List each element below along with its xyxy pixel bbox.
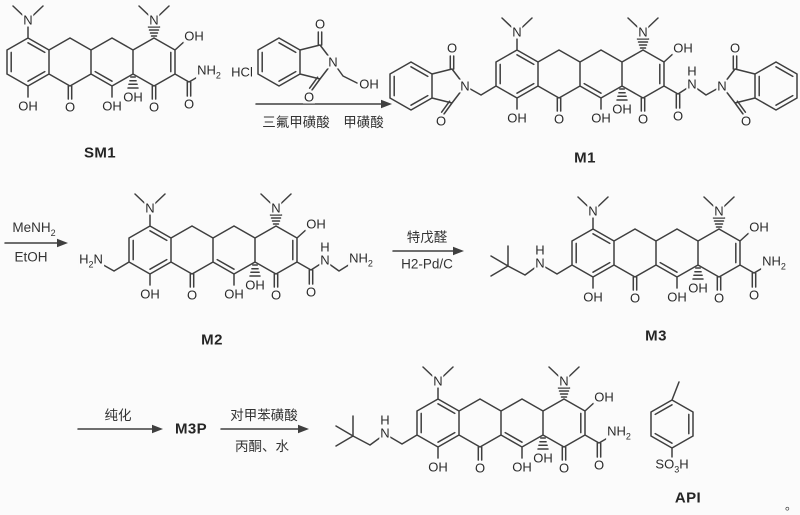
structure-m2 xyxy=(97,193,356,288)
atom-label-h: H xyxy=(686,63,698,79)
atom-label-oh: OH xyxy=(244,277,266,293)
atom-label-o: O xyxy=(636,111,650,127)
atom-label-o: O xyxy=(739,113,753,129)
compound-label-api: API xyxy=(674,489,702,507)
atom-label-nh2: NH2 xyxy=(348,250,374,269)
fullstop-mark: 。 xyxy=(784,498,798,513)
atom-label-oh: OH xyxy=(590,110,612,126)
atom-label-oh: OH xyxy=(358,76,380,92)
atom-label-h: H xyxy=(534,242,546,258)
atom-label-n: N xyxy=(637,24,649,40)
atom-label-oh: OH xyxy=(672,40,694,56)
atom-label-o: O xyxy=(747,287,761,303)
atom-label-n: N xyxy=(713,203,725,219)
atom-label-h2n: H2N xyxy=(78,251,104,270)
atom-label-o: O xyxy=(182,96,196,112)
atom-label-o: O xyxy=(628,290,642,306)
step4-label-above: 纯化 xyxy=(104,408,132,423)
atom-label-oh: OH xyxy=(305,216,327,232)
structure-m3 xyxy=(490,196,767,291)
arrow-head-step3 xyxy=(453,246,464,256)
atom-label-o: O xyxy=(434,113,448,129)
atom-label-n: N xyxy=(327,54,339,70)
atom-label-n: N xyxy=(534,255,546,271)
arrow-head-step4 xyxy=(152,424,163,434)
atom-label-oh: OH xyxy=(17,98,39,114)
arrow-head-step5 xyxy=(298,424,309,434)
atom-label-n: N xyxy=(511,24,523,40)
atom-label-nh2: NH2 xyxy=(196,62,222,81)
compound-label-m3p: M3P xyxy=(174,420,208,438)
atom-label-h: H xyxy=(379,412,391,428)
atom-label-n: N xyxy=(686,76,698,92)
atom-label-n: N xyxy=(716,78,728,94)
atom-label-o: O xyxy=(712,290,726,306)
atom-label-o: O xyxy=(445,40,459,56)
atom-label-oh: OH xyxy=(582,289,604,305)
atom-label-nh2: NH2 xyxy=(761,253,787,272)
step5-solvent-below: 丙酮、水 xyxy=(235,439,289,454)
compound-label-m3: M3 xyxy=(645,327,667,345)
atom-label-oh: OH xyxy=(687,280,709,296)
atom-label-o: O xyxy=(313,16,327,32)
step1-reagents-below: 三氟甲磺酸 甲磺酸 xyxy=(262,115,384,130)
step2-reagent-above: MeNH2 xyxy=(12,220,56,238)
step3-reagent-above: 特戊醛 xyxy=(406,230,448,245)
atom-label-n: N xyxy=(558,373,570,389)
atom-label-oh: OH xyxy=(666,289,688,305)
arrow-head-step2 xyxy=(57,238,68,248)
atom-label-o: O xyxy=(302,89,316,105)
atom-label-n: N xyxy=(22,12,34,28)
compound-label-sm1: SM1 xyxy=(83,144,117,162)
structure-reagent-hydroxymethylphthalimide xyxy=(257,31,358,91)
atom-label-o: O xyxy=(592,457,606,473)
atom-label-oh: OH xyxy=(139,286,161,302)
atom-label-o: O xyxy=(185,287,199,303)
atom-label-o: O xyxy=(473,460,487,476)
atom-label-hcl: HCl xyxy=(230,64,254,80)
step5-reagent-above: 对甲苯磺酸 xyxy=(230,408,298,423)
atom-label-oh: OH xyxy=(427,459,449,475)
atom-label-n: N xyxy=(587,203,599,219)
structure-m1 xyxy=(389,17,798,115)
atom-label-oh: OH xyxy=(511,459,533,475)
arrow-head-step1 xyxy=(381,99,392,109)
atom-label-o: O xyxy=(557,460,571,476)
atom-label-o: O xyxy=(304,284,318,300)
structure-ptsa xyxy=(650,381,694,458)
structure-api xyxy=(335,366,612,461)
atom-label-n: N xyxy=(459,78,471,94)
atom-label-o: O xyxy=(728,40,742,56)
atom-label-n: N xyxy=(270,200,282,216)
atom-label-n: N xyxy=(379,425,391,441)
step2-solvent-below: EtOH xyxy=(14,249,48,265)
atom-label-o: O xyxy=(147,99,161,115)
atom-label-n: N xyxy=(144,200,156,216)
atom-label-n: N xyxy=(319,252,331,268)
compound-label-m1: M1 xyxy=(574,149,596,167)
atom-label-oh: OH xyxy=(593,389,615,405)
atom-label-oh: OH xyxy=(122,89,144,105)
compound-label-m2: M2 xyxy=(201,331,223,349)
atom-label-oh: OH xyxy=(223,286,245,302)
atom-label-o: O xyxy=(269,287,283,303)
atom-label-o: O xyxy=(552,111,566,127)
atom-label-oh: OH xyxy=(748,219,770,235)
atom-label-oh: OH xyxy=(611,101,633,117)
atom-label-o: O xyxy=(63,99,77,115)
atom-label-oh: OH xyxy=(532,450,554,466)
atom-label-oh: OH xyxy=(506,110,528,126)
atom-label-nh2: NH2 xyxy=(606,423,632,442)
atom-label-oh: OH xyxy=(101,98,123,114)
atom-label-n: N xyxy=(148,12,160,28)
step3-conditions-below: H2-Pd/C xyxy=(401,256,453,272)
atom-label-n: N xyxy=(432,373,444,389)
atom-label-h: H xyxy=(319,239,331,255)
atom-label-oh: OH xyxy=(183,28,205,44)
atom-label-o: O xyxy=(671,108,685,124)
structure-sm1 xyxy=(6,5,202,100)
atom-label-so3h: SO3H xyxy=(654,456,690,475)
